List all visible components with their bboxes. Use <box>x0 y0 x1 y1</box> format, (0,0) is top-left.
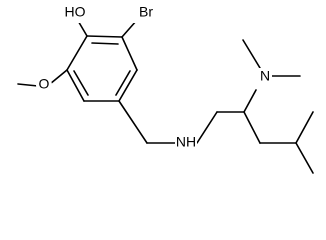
bond-n-methyl-left <box>242 39 261 69</box>
amine-nh-label: NH <box>176 134 196 150</box>
bond-ring-ch2 <box>118 100 148 144</box>
dimethylamino-n-label: N <box>260 68 270 84</box>
ring-bond-6 <box>66 35 88 71</box>
bond-isopropyl-methyl-down <box>295 142 314 174</box>
bond-ch-ch2 <box>243 111 261 144</box>
bromine-label: Br <box>139 4 153 20</box>
bond-isopropyl-methyl-up <box>295 111 314 144</box>
chemical-structure-diagram: HO Br O NH N <box>17 4 314 174</box>
ring-bond-5 <box>66 69 85 102</box>
ring-double-bond-inner-3 <box>73 70 89 96</box>
hydroxyl-label: HO <box>65 4 86 20</box>
ring-double-bond-inner-1 <box>91 42 119 45</box>
ring-bond-3 <box>118 69 138 102</box>
bond-ch-n <box>243 89 257 113</box>
bond-c-o-methoxy <box>49 69 68 85</box>
ring-bond-1 <box>86 35 123 38</box>
ring-bond-2 <box>121 36 138 71</box>
bond-o-methyl <box>17 83 39 87</box>
ring-double-bond-inner-2 <box>115 70 131 96</box>
bond-nh-ch2 <box>196 111 218 144</box>
benzene-ring <box>66 35 138 102</box>
structure-svg: HO Br O NH N <box>17 4 314 174</box>
methoxy-oxygen-label: O <box>39 76 50 92</box>
atom-labels: HO Br O NH N <box>36 4 272 152</box>
substituent-bonds <box>17 18 314 174</box>
